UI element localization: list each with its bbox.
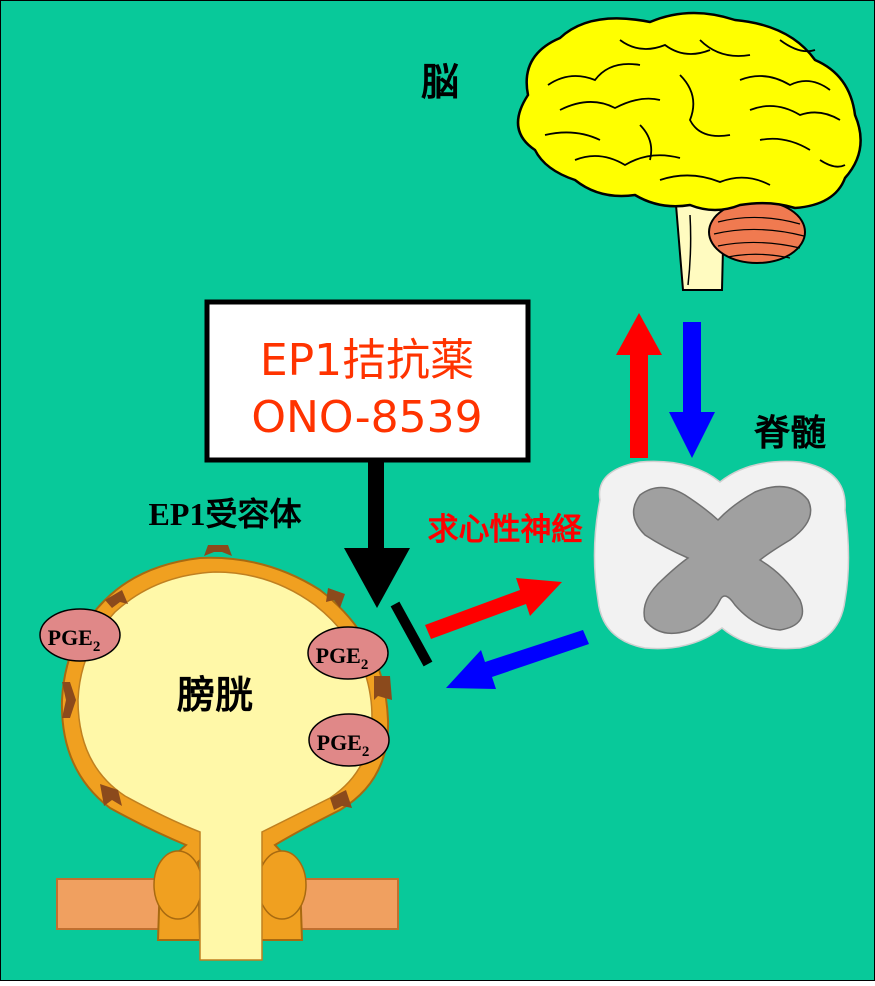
afferent-nerve-label: 求心性神経 xyxy=(428,512,584,548)
spinal-cord-illustration xyxy=(594,461,848,648)
antagonist-compound: ONO-8539 xyxy=(251,392,482,443)
brain-label: 脳 xyxy=(421,60,459,104)
pge2-subscript: 2 xyxy=(93,639,101,655)
pge2-molecule: PGE2 xyxy=(40,609,120,661)
bladder-label: 膀胱 xyxy=(177,673,253,717)
pge2-text: PGE xyxy=(316,643,361,668)
pge2-molecule: PGE2 xyxy=(308,627,388,679)
pge2-subscript: 2 xyxy=(362,744,370,760)
antagonist-title: EP1拮抗薬 xyxy=(260,335,474,386)
spinal-cord-label: 脊髄 xyxy=(754,413,826,454)
pge2-text: PGE xyxy=(317,730,362,755)
pge2-text: PGE xyxy=(48,625,93,650)
pge2-subscript: 2 xyxy=(361,657,369,673)
ep1-receptor-label: EP1受容体 xyxy=(149,496,302,532)
pge2-molecule: PGE2 xyxy=(309,714,389,766)
antagonist-box: EP1拮抗薬 ONO-8539 xyxy=(207,302,528,460)
